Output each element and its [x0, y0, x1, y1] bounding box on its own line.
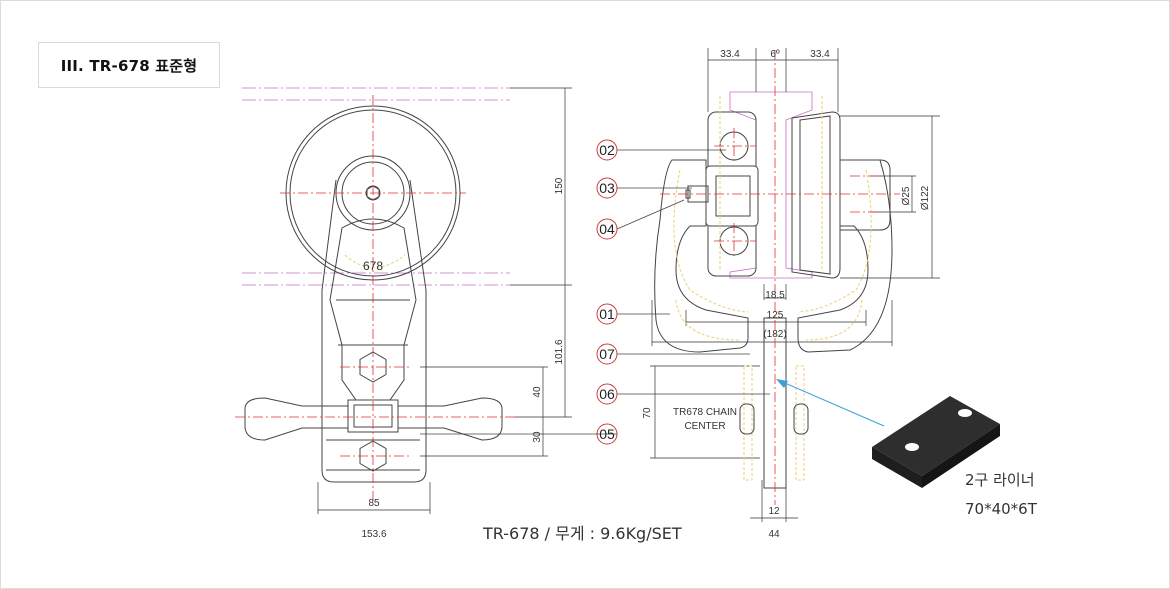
left-front-view	[235, 87, 572, 514]
chain-center-line1: TR678 CHAIN	[673, 407, 737, 418]
dim-33-4-right: 33.4	[810, 49, 830, 60]
dim-18-5: 18.5	[765, 290, 785, 301]
part-03-label: 03	[599, 180, 615, 196]
part-07-label: 07	[599, 346, 615, 362]
dim-101-6: 101.6	[554, 339, 565, 364]
part-02-label: 02	[599, 142, 615, 158]
page-title: III. TR-678 표준형	[60, 56, 198, 75]
dim-153-6: 153.6	[361, 529, 386, 540]
dim-6-degree: 6º	[770, 49, 780, 60]
dim-40: 40	[532, 386, 543, 398]
chain-center-line2: CENTER	[684, 421, 725, 432]
part-05-label: 05	[599, 426, 615, 442]
dim-12: 12	[768, 506, 780, 517]
liner-size: 70*40*6T	[965, 500, 1038, 518]
right-side-view	[420, 48, 940, 522]
dim-182: (182)	[763, 329, 786, 340]
dim-33-4-left: 33.4	[720, 49, 740, 60]
dim-122: Ø122	[920, 185, 931, 210]
dim-30: 30	[532, 431, 543, 443]
dim-44: 44	[768, 529, 780, 540]
liner-plate	[872, 396, 1000, 488]
part-06-label: 06	[599, 386, 615, 402]
dim-150: 150	[554, 177, 565, 194]
left-center-label: 678	[363, 259, 383, 273]
title-box: III. TR-678 표준형	[38, 42, 220, 88]
dim-85: 85	[368, 498, 380, 509]
part-01-label: 01	[599, 306, 615, 322]
weight-caption: TR-678 / 무게 : 9.6Kg/SET	[482, 524, 682, 543]
dim-70: 70	[642, 407, 653, 419]
dim-125: 125	[767, 310, 784, 321]
liner-name: 2구 라이너	[965, 471, 1035, 489]
part-04-label: 04	[599, 221, 615, 237]
dim-25: Ø25	[901, 186, 912, 205]
